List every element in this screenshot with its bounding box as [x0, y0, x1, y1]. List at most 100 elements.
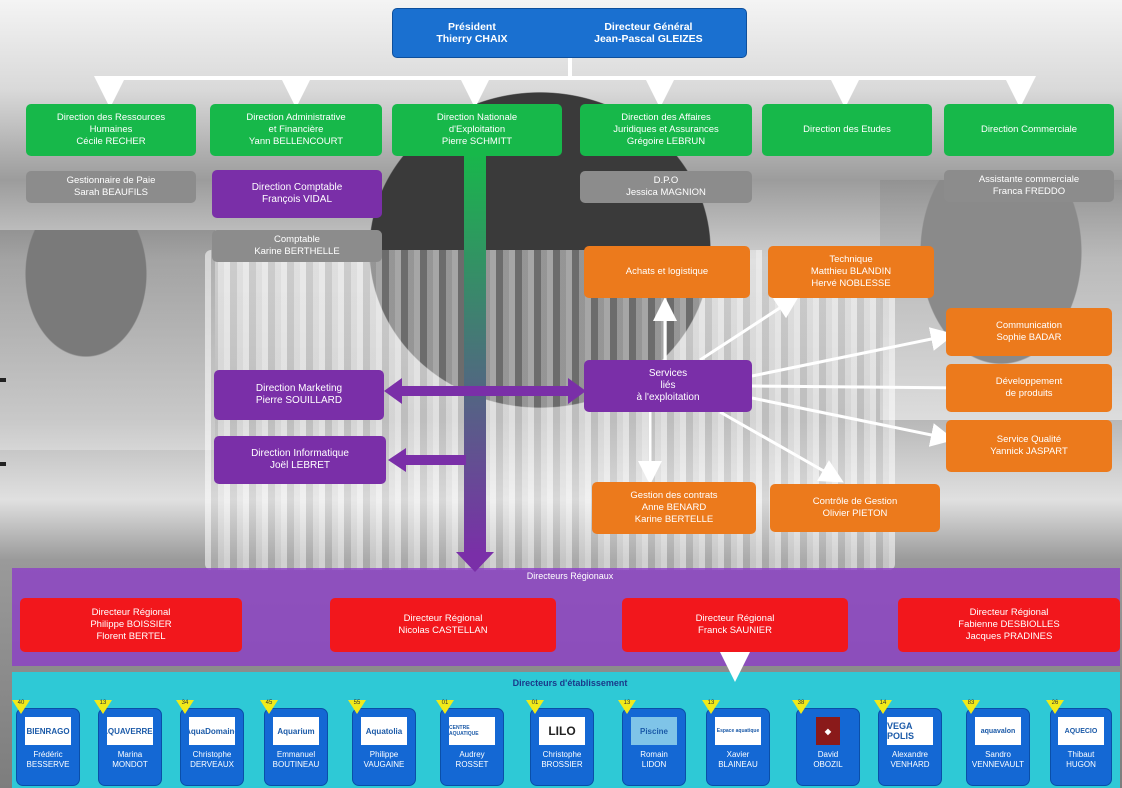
director-last-name: VENHARD: [890, 760, 930, 769]
box-line: d'Exploitation: [448, 124, 506, 135]
director-last-name: BROSSIER: [541, 760, 583, 769]
department-number: 38: [797, 700, 805, 706]
box-line: Développement: [995, 376, 1063, 387]
regional-box-1: Directeur Régional Philippe BOISSIER Flo…: [20, 598, 242, 652]
establishment-logo: AQUAVERRES: [107, 717, 153, 745]
paie-box: Gestionnaire de Paie Sarah BEAUFILS: [26, 171, 196, 203]
direction-rh-box: Direction des Ressources Humaines Cécile…: [26, 104, 196, 156]
box-line: Cécile RECHER: [76, 136, 146, 147]
department-number: 13: [707, 700, 715, 706]
establishment-logo: BIENRAGO: [25, 717, 71, 745]
department-number: 26: [1051, 700, 1059, 706]
department-number: 14: [879, 700, 887, 706]
direction-juridique-box: Direction des Affaires Juridiques et Ass…: [580, 104, 752, 156]
direction-commerciale-box: Direction Commerciale: [944, 104, 1114, 156]
department-badge: 45: [260, 700, 278, 714]
box-line: Jacques PRADINES: [965, 631, 1053, 642]
box-line: et Financière: [268, 124, 324, 135]
assistante-box: Assistante commerciale Franca FREDDO: [944, 170, 1114, 202]
box-line: Direction Informatique: [251, 448, 349, 459]
director-last-name: BLAINEAU: [718, 760, 758, 769]
box-line: Yann BELLENCOURT: [248, 136, 344, 147]
box-line: liés: [660, 380, 676, 391]
establishment-logo: Espace aquatique: [715, 717, 761, 745]
box-line: Franca FREDDO: [992, 186, 1066, 197]
regional-box-2: Directeur Régional Nicolas CASTELLAN: [330, 598, 556, 652]
dg-name: Jean-Pascal GLEIZES: [594, 33, 703, 45]
director-first-name: Frédéric: [33, 750, 63, 759]
box-line: Sophie BADAR: [996, 332, 1062, 343]
director-last-name: BOUTINEAU: [272, 760, 320, 769]
box-line: Achats et logistique: [625, 266, 709, 277]
director-last-name: DERVEAUX: [190, 760, 234, 769]
box-line: de produits: [1005, 388, 1053, 399]
dpo-box: D.P.O Jessica MAGNION: [580, 171, 752, 203]
box-line: Direction des Affaires: [621, 112, 711, 123]
box-line: Gestion des contrats: [630, 490, 718, 501]
department-number: 40: [17, 700, 25, 706]
edge-mark: [0, 462, 6, 466]
establishment-logo: AQUECIO: [1058, 717, 1104, 745]
department-badge: 38: [792, 700, 810, 714]
box-line: Anne BENARD: [641, 502, 707, 513]
box-line: Communication: [996, 320, 1062, 331]
department-badge: 55: [348, 700, 366, 714]
establishment-logo: Aquarium: [273, 717, 319, 745]
department-number: 01: [531, 700, 539, 706]
establishment-logo: CENTRE AQUATIQUE: [449, 717, 495, 745]
box-line: Directeur Régional: [969, 607, 1049, 618]
box-line: Assistante commerciale: [978, 174, 1080, 185]
department-number: 13: [623, 700, 631, 706]
department-badge: 13: [94, 700, 112, 714]
director-last-name: BESSERVE: [26, 760, 70, 769]
comptable-box: Comptable Karine BERTHELLE: [212, 230, 382, 262]
technique-box: Technique Matthieu BLANDIN Hervé NOBLESS…: [768, 246, 934, 298]
establishment-logo: AquaDomaine: [189, 717, 235, 745]
box-line: Olivier PIETON: [822, 508, 888, 519]
box-line: Nicolas CASTELLAN: [398, 625, 488, 636]
establishment-logo: VEGA POLIS: [887, 717, 933, 745]
box-line: Direction Marketing: [255, 383, 343, 394]
director-first-name: Christophe: [542, 750, 582, 759]
establishment-logo: Piscine: [631, 717, 677, 745]
box-line: D.P.O: [653, 175, 679, 186]
department-badge: 83: [962, 700, 980, 714]
box-line: Pierre SOUILLARD: [255, 395, 343, 406]
box-line: Gestionnaire de Paie: [66, 175, 156, 186]
director-last-name: VENNEVAULT: [971, 760, 1025, 769]
department-badge: 01: [436, 700, 454, 714]
box-line: Karine BERTHELLE: [254, 246, 340, 257]
box-line: à l'exploitation: [636, 392, 700, 403]
department-badge: 34: [176, 700, 194, 714]
president-name: Thierry CHAIX: [436, 33, 508, 45]
box-line: Contrôle de Gestion: [812, 496, 898, 507]
box-line: Directeur Régional: [91, 607, 171, 618]
president-dg-box: Président Thierry CHAIX Directeur Généra…: [392, 8, 747, 58]
box-line: Humaines: [89, 124, 133, 135]
establishment-logo: Aquatolia: [361, 717, 407, 745]
box-line: Franck SAUNIER: [698, 625, 772, 636]
director-first-name: Thibaut: [1067, 750, 1095, 759]
box-line: Direction Commerciale: [980, 124, 1078, 135]
box-line: Direction Nationale: [436, 112, 518, 123]
box-line: Direction des Etudes: [803, 124, 891, 135]
direction-marketing-box: Direction Marketing Pierre SOUILLARD: [214, 370, 384, 420]
direction-informatique-box: Direction Informatique Joël LEBRET: [214, 436, 386, 484]
establishment-logo: aquavalon: [975, 717, 1021, 745]
box-line: Pierre SCHMITT: [441, 136, 513, 147]
box-line: Philippe BOISSIER: [90, 619, 172, 630]
direction-comptable-box: Direction Comptable François VIDAL: [212, 170, 382, 218]
director-last-name: LIDON: [641, 760, 667, 769]
department-number: 34: [181, 700, 189, 706]
regional-box-3: Directeur Régional Franck SAUNIER: [622, 598, 848, 652]
director-first-name: Xavier: [726, 750, 750, 759]
communication-box: Communication Sophie BADAR: [946, 308, 1112, 356]
director-first-name: Romain: [640, 750, 668, 759]
